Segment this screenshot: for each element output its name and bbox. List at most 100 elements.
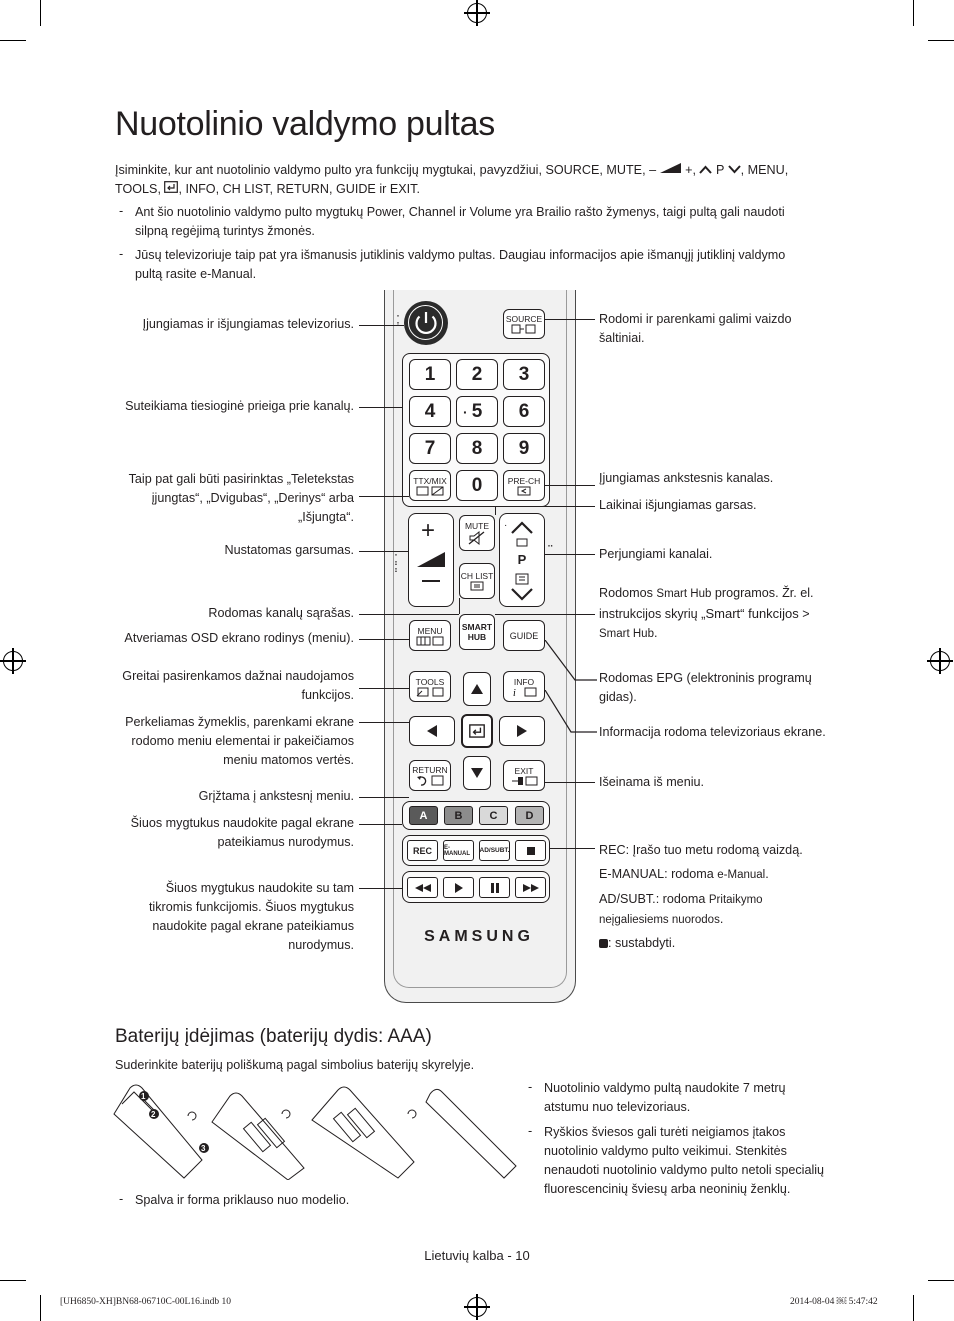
key-chlist: CH LIST	[222, 182, 270, 196]
return-button[interactable]: RETURN	[409, 760, 451, 791]
e-manual-button[interactable]: E-MANUAL	[443, 840, 474, 861]
favourite-channel-icon	[515, 573, 529, 585]
label-smart-hub: Rodomos Smart Hub programos. Žr. el. ins…	[599, 584, 814, 644]
sep: ,	[784, 163, 789, 177]
leader-line	[359, 407, 402, 409]
mute-label: MUTE	[464, 521, 490, 531]
page-title: Nuotolinio valdymo pultas	[115, 105, 495, 143]
play-icon	[454, 882, 463, 893]
number-button[interactable]: 4	[409, 396, 451, 427]
leader-line	[495, 614, 595, 616]
sep: ,	[642, 163, 650, 177]
nav-right-button[interactable]	[499, 716, 545, 746]
nav-up-button[interactable]	[463, 672, 491, 706]
channel-rocker[interactable]: · P	[499, 513, 545, 607]
print-slug: [UH6850-XH]BN68-06710C-00L16.indb 10	[60, 1297, 231, 1307]
key-tools: TOOLS	[115, 182, 158, 196]
label-menu: Atveriamas OSD ekrano rodinys (meniu).	[124, 629, 354, 648]
channel-p-label: P	[517, 552, 527, 567]
color-button-d[interactable]: D	[515, 806, 544, 825]
key-exit: EXIT	[389, 182, 417, 196]
braille-dots: ⠁⠃⠃	[394, 553, 401, 577]
color-button-a[interactable]: A	[409, 806, 438, 825]
number-button[interactable]: 1	[409, 359, 451, 390]
leader-line	[359, 551, 408, 553]
info-button[interactable]: INFO i	[503, 671, 545, 702]
crop-mark	[928, 40, 954, 41]
sep: ir	[455, 205, 470, 219]
number-button[interactable]: 8	[456, 433, 498, 464]
ttx-mix-button[interactable]: TTX/MIX	[409, 470, 451, 501]
exit-button[interactable]: EXIT	[503, 760, 545, 791]
number-button[interactable]: 0	[456, 470, 498, 501]
nav-down-button[interactable]	[463, 756, 491, 790]
stop-icon	[599, 939, 608, 948]
leader-line	[545, 554, 595, 556]
key-mute: MUTE	[606, 163, 643, 177]
nav-left-button[interactable]	[409, 716, 455, 746]
enter-button[interactable]	[461, 714, 493, 748]
guide-button[interactable]: GUIDE	[503, 620, 545, 651]
label-e-manual: E-MANUAL: rodoma e-Manual.	[599, 865, 769, 885]
source-label: SOURCE	[505, 314, 543, 324]
rewind-button[interactable]	[407, 877, 438, 898]
exit-label: EXIT	[514, 765, 534, 776]
smart-hub-button[interactable]: SMART HUB	[459, 614, 495, 650]
label-channel: Perjungiami kanalai.	[599, 547, 713, 561]
arrow-down-icon	[471, 768, 483, 778]
number-button[interactable]: 9	[503, 433, 545, 464]
power-button[interactable]	[404, 301, 448, 345]
label-line: Atveriamas OSD ekrano rodinys (meniu).	[124, 631, 354, 645]
label-key: AD/SUBT.	[599, 892, 656, 906]
sep: ,	[178, 182, 186, 196]
label-line: Suteikiama tiesioginė prieiga prie kanal…	[125, 399, 354, 413]
note-braille: Ant šio nuotolinio valdymo pulto mygtukų…	[135, 203, 835, 241]
number-button[interactable]: 6	[503, 396, 545, 427]
play-button[interactable]	[443, 877, 474, 898]
label-pre-ch: Įjungiamas ankstesnis kanalas.	[599, 471, 774, 485]
key-menu: MENU	[747, 163, 785, 177]
sep: ,	[328, 182, 336, 196]
sep: ,	[599, 163, 607, 177]
pause-button[interactable]	[479, 877, 510, 898]
label-key: REC	[599, 843, 626, 857]
ch-list-button[interactable]: CH LIST	[459, 563, 495, 599]
registration-mark-icon	[464, 1294, 490, 1320]
volume-rocker[interactable]: +	[408, 513, 454, 607]
source-button[interactable]: SOURCE	[503, 309, 545, 339]
label-text: .	[719, 912, 724, 926]
number-button[interactable]: 3	[503, 359, 545, 390]
ad-subt-button[interactable]: AD/SUBT.	[479, 840, 510, 861]
bullet-dash: -	[119, 204, 124, 218]
bullet-dash: -	[119, 247, 124, 261]
pre-ch-button[interactable]: PRE-CH	[503, 470, 545, 501]
leader-line	[495, 506, 497, 515]
label-return: Grįžtama į ankstesnį meniu.	[199, 787, 354, 806]
label-line: Rodomas kanalų sąrašas.	[208, 606, 354, 620]
fast-forward-button[interactable]	[515, 877, 546, 898]
stop-button[interactable]	[515, 840, 546, 861]
label-line: „Išjungta“.	[298, 510, 354, 524]
label-key: E-MANUAL	[599, 867, 665, 881]
rec-button[interactable]: REC	[407, 840, 438, 861]
braille-dot: ·	[463, 404, 468, 420]
note-line: Nuotolinio valdymo pultą naudokite 7 met…	[544, 1081, 786, 1095]
number-button[interactable]: 7	[409, 433, 451, 464]
tools-button[interactable]: TOOLS	[409, 671, 451, 702]
mute-button[interactable]: MUTE	[459, 515, 495, 551]
leader-line	[359, 797, 409, 799]
label-text: Rodomos	[599, 586, 657, 600]
crop-mark	[913, 0, 914, 26]
label-text: (elektroninis programų	[683, 671, 812, 685]
tools-icon	[416, 687, 444, 696]
number-button[interactable]: 2	[456, 359, 498, 390]
color-button-c[interactable]: C	[479, 806, 508, 825]
menu-button[interactable]: MENU	[409, 620, 451, 651]
color-button-b[interactable]: B	[444, 806, 473, 825]
crop-mark	[913, 1295, 914, 1321]
sep: ,	[401, 205, 409, 219]
number-button[interactable]: 5	[456, 396, 498, 427]
